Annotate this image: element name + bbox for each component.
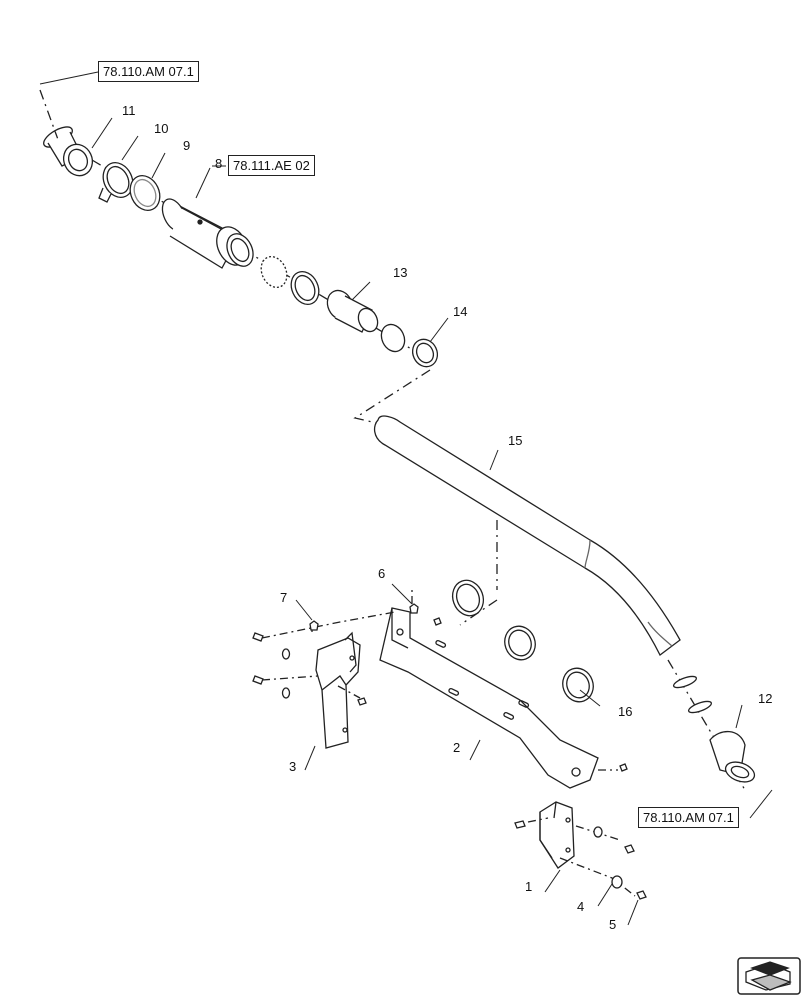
callout-15: 15 <box>508 433 523 448</box>
reference-box-top[interactable]: 78.110.AM 07.1 <box>98 61 199 82</box>
fastener-centerlines <box>261 590 636 897</box>
fasteners <box>252 603 647 900</box>
callout-3: 3 <box>289 759 297 774</box>
part-14-clamp <box>380 323 439 368</box>
callout-10: 10 <box>154 121 169 136</box>
callout-4: 4 <box>577 899 585 914</box>
part-1-bracket <box>539 801 575 869</box>
part-8-cylinder <box>161 198 254 269</box>
callout-14: 14 <box>453 304 468 319</box>
callout-9: 9 <box>183 138 191 153</box>
part-2-bracket <box>379 607 599 789</box>
part-12-elbow <box>709 730 756 783</box>
callout-11: 11 <box>122 103 136 118</box>
reference-box-middle[interactable]: 78.111.AE 02 <box>228 155 315 176</box>
part-13-adapter <box>326 289 379 333</box>
part-3-bracket <box>315 631 361 749</box>
part-15-tube <box>373 415 681 656</box>
callout-16: 16 <box>618 704 633 719</box>
callout-8: 8 <box>215 156 223 171</box>
part-11-elbow <box>43 126 94 177</box>
callout-2: 2 <box>453 740 461 755</box>
callout-leaders <box>39 71 773 926</box>
callout-13: 13 <box>393 265 408 280</box>
callout-6: 6 <box>378 566 386 581</box>
callout-7: 7 <box>280 590 288 605</box>
callout-12: 12 <box>758 691 773 706</box>
callout-5: 5 <box>609 917 617 932</box>
assembly-centerline-upper <box>39 89 431 361</box>
part-10-clamp <box>98 161 134 203</box>
part-16-hose-clamps <box>451 579 594 703</box>
reference-box-bottom[interactable]: 78.110.AM 07.1 <box>638 807 739 828</box>
part-9-ring <box>129 174 161 212</box>
o-rings-pair <box>672 675 713 714</box>
ring-pair-middle <box>260 255 320 306</box>
assembly-centerline-mid <box>353 369 431 426</box>
arrow-navigation-icon <box>737 957 801 995</box>
callout-1: 1 <box>525 879 533 894</box>
